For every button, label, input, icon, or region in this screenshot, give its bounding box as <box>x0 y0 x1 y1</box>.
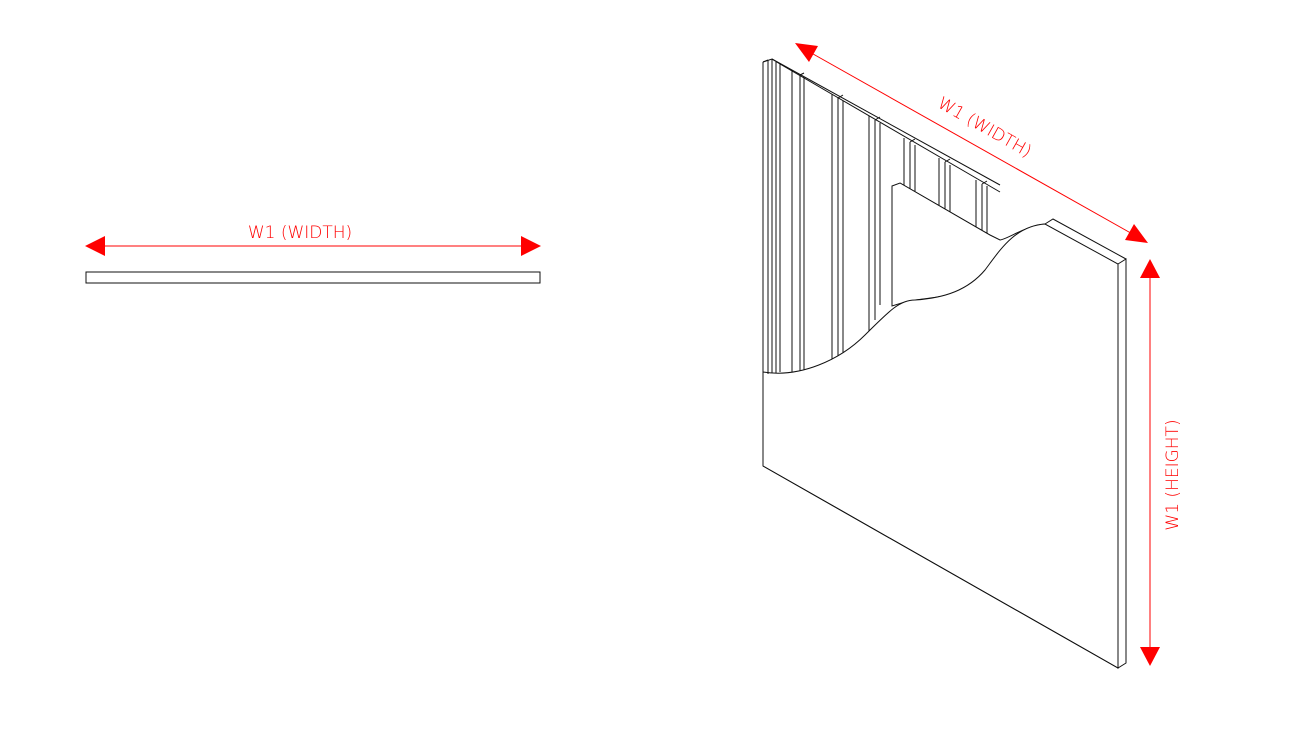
panel-left-top-corner <box>762 59 769 63</box>
plan-width-label: W1 (WIDTH) <box>248 223 352 243</box>
iso-height-dimension: W1 (HEIGHT) <box>1140 259 1183 666</box>
top-plate-line-upper <box>771 58 1001 186</box>
iso-view <box>762 58 1127 669</box>
iso-height-arrow-top <box>1140 259 1160 278</box>
iso-width-arrow-start <box>795 43 818 62</box>
iso-width-dimension: W1 (WIDTH) <box>795 43 1148 243</box>
iso-width-arrow-end <box>1125 224 1148 243</box>
iso-width-label: W1 (WIDTH) <box>934 93 1035 162</box>
panel-edge-top <box>1044 218 1127 260</box>
plan-view: W1 (WIDTH) <box>85 223 541 284</box>
iso-width-dimension-line <box>805 49 1137 237</box>
panel-plan-section <box>85 271 541 284</box>
iso-height-label: W1 (HEIGHT) <box>1163 419 1183 530</box>
iso-height-arrow-bottom <box>1140 647 1160 666</box>
stud-notches <box>799 72 988 185</box>
top-plate-line <box>779 63 1001 193</box>
front-sheathing-face <box>762 223 1119 669</box>
plan-width-left-arrow <box>85 236 105 256</box>
panel-bottom-edge <box>762 465 1119 669</box>
panel-edge-right <box>1117 258 1127 669</box>
plan-width-right-arrow <box>521 236 541 256</box>
